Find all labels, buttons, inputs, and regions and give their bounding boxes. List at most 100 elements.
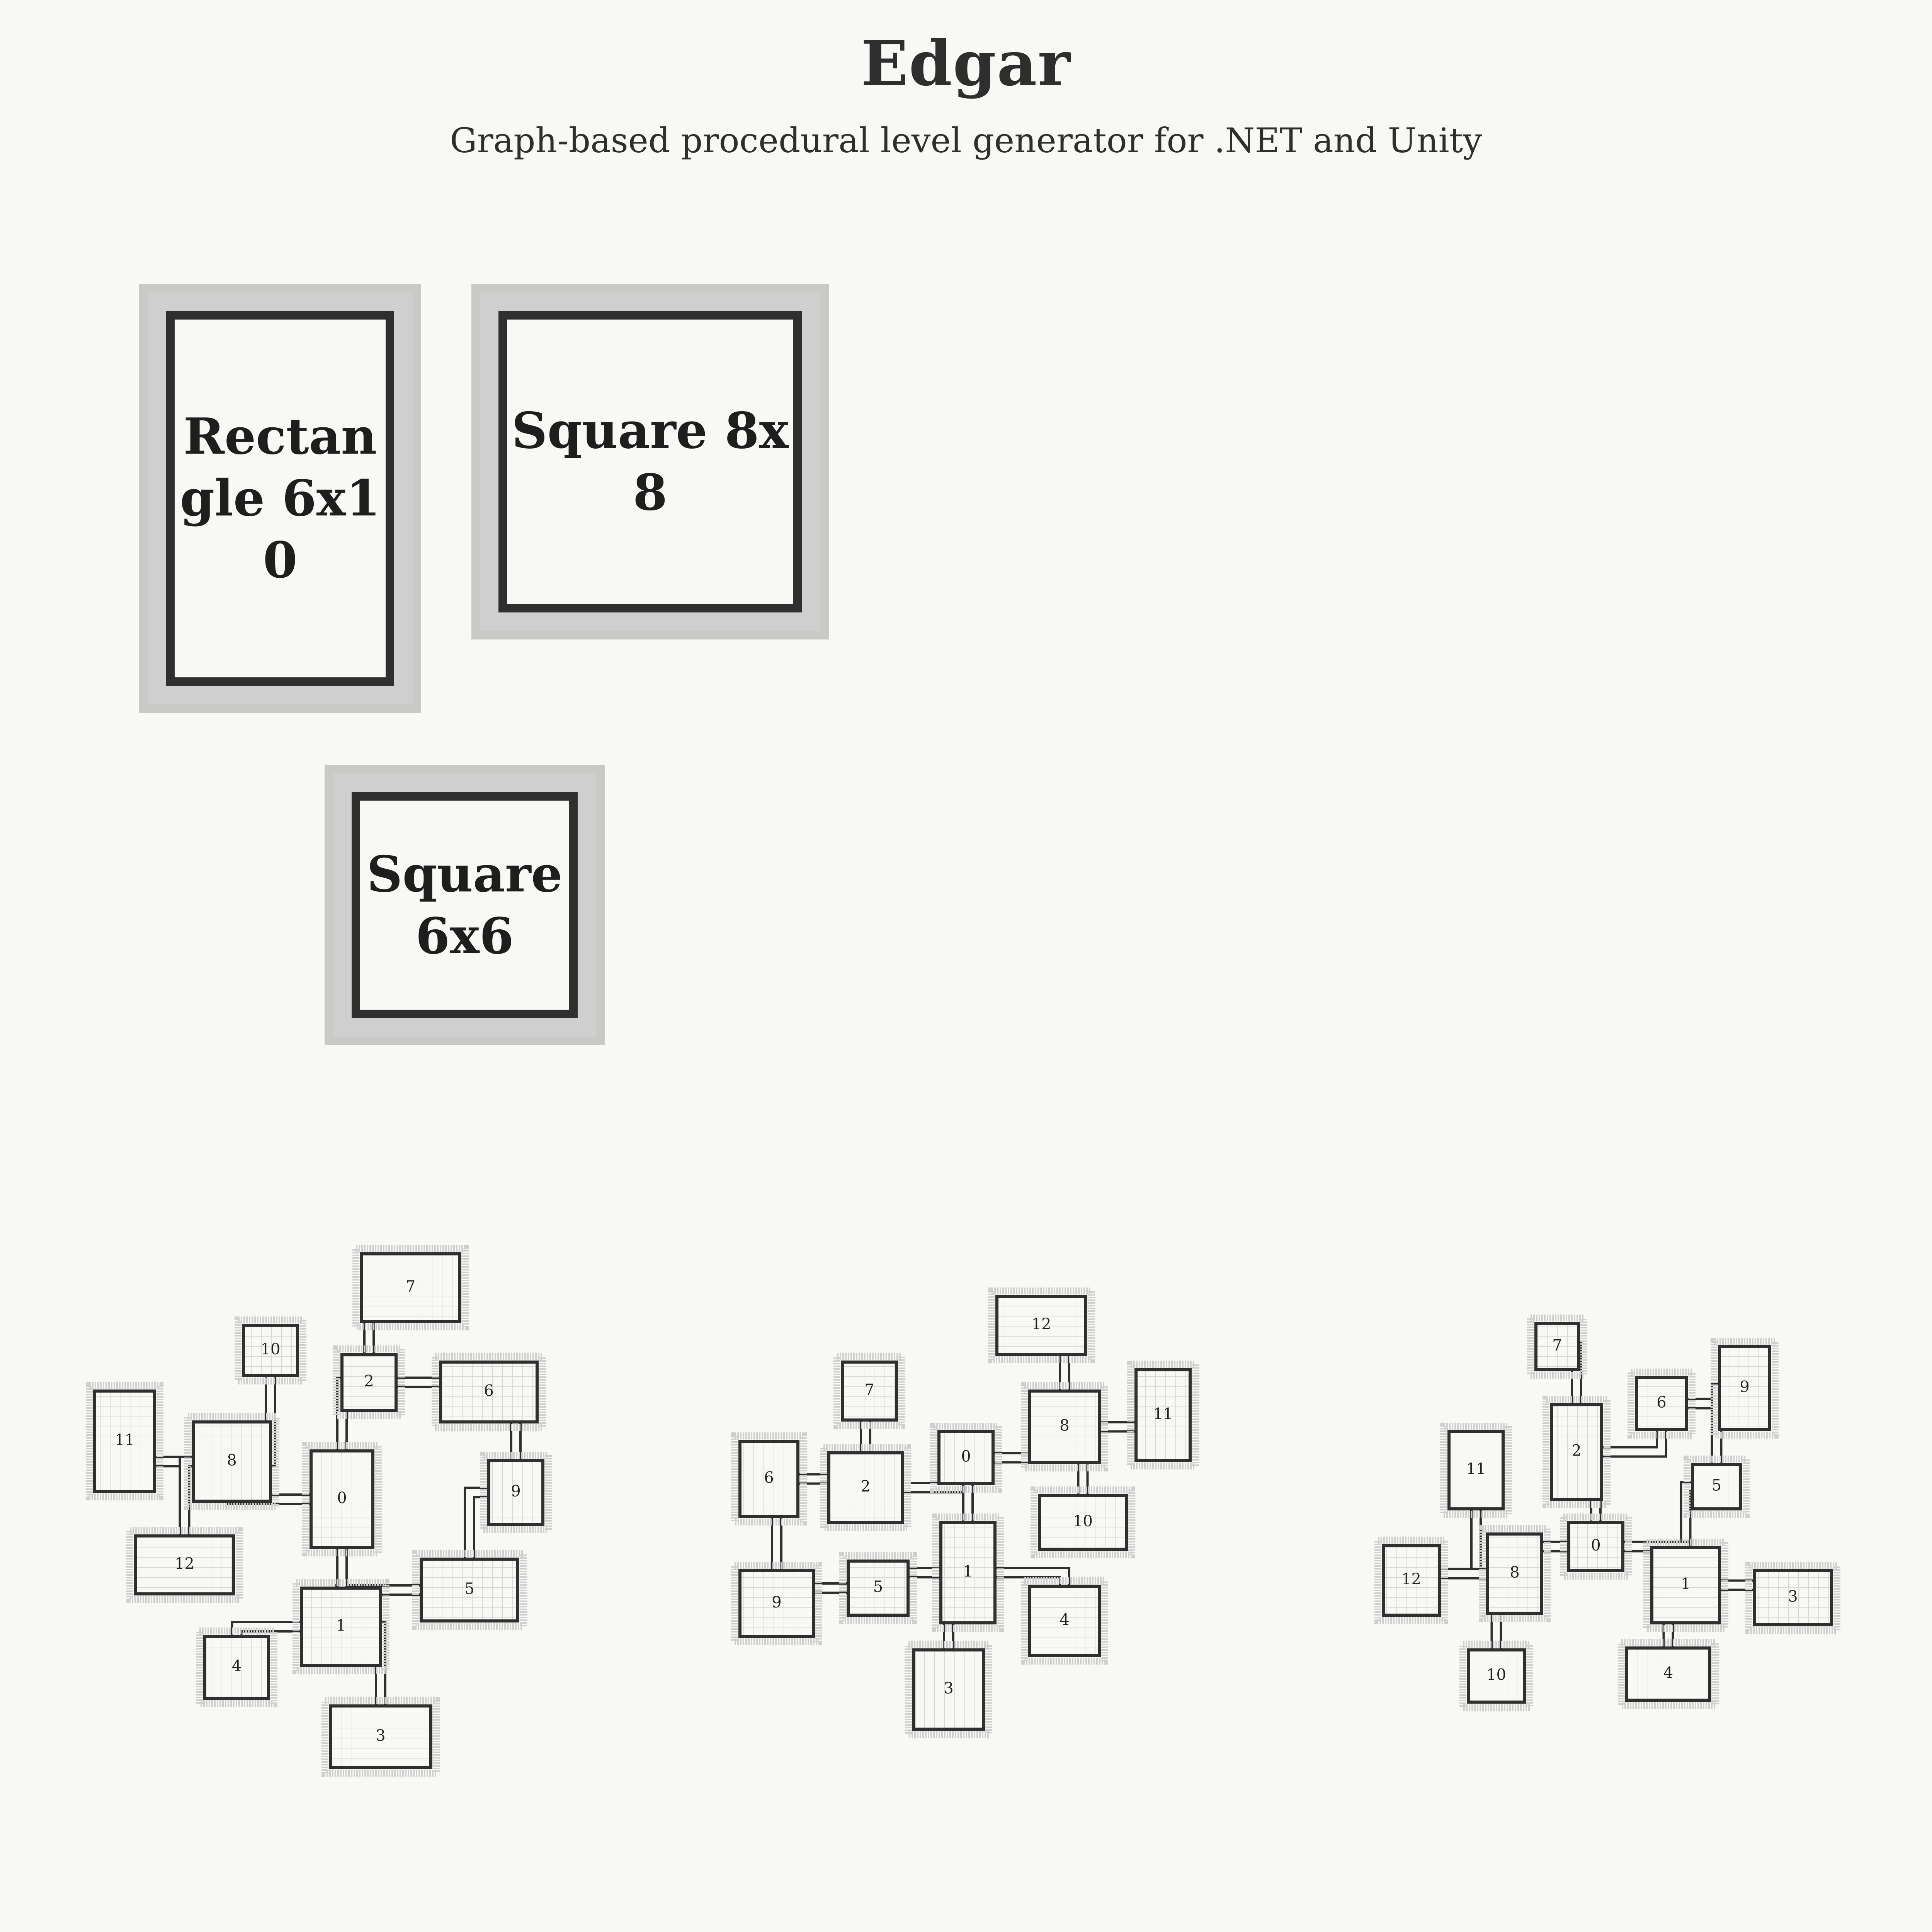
room-label: 6 — [764, 1469, 774, 1487]
room-hatch — [731, 1562, 822, 1645]
room: 11 — [1440, 1423, 1512, 1518]
room: 6 — [1628, 1369, 1696, 1439]
room-floor — [738, 1440, 799, 1518]
room-label: 3 — [1788, 1588, 1798, 1605]
room: 4 — [1618, 1639, 1719, 1709]
room-floor — [300, 1587, 382, 1667]
room-floor — [310, 1449, 374, 1549]
room-floor — [1753, 1569, 1833, 1626]
room-label: 8 — [1510, 1564, 1519, 1582]
room-label: 10 — [1486, 1666, 1506, 1684]
room-floor — [329, 1704, 432, 1769]
room-label: 1 — [1681, 1575, 1690, 1593]
room: 12 — [126, 1527, 243, 1603]
room-hatch — [1711, 1338, 1779, 1439]
room-hatch — [1374, 1537, 1448, 1624]
room: 5 — [1684, 1456, 1750, 1518]
room-label: 7 — [406, 1278, 415, 1296]
room-label: 9 — [772, 1594, 781, 1611]
room-floor — [841, 1361, 898, 1422]
room-floor — [937, 1430, 995, 1485]
room: 2 — [1543, 1396, 1611, 1508]
room-label: 7 — [864, 1381, 874, 1399]
room-floor — [192, 1420, 272, 1503]
room-floor — [420, 1558, 519, 1622]
room-label: 0 — [337, 1489, 347, 1507]
room: 3 — [321, 1697, 440, 1777]
room-hatch — [820, 1444, 911, 1531]
room: 10 — [235, 1316, 306, 1384]
room: 11 — [86, 1382, 163, 1500]
room-hatch — [930, 1423, 1002, 1493]
room-floor — [1691, 1463, 1742, 1510]
room: 3 — [905, 1641, 992, 1738]
room-label: 3 — [376, 1727, 385, 1745]
room-floor — [939, 1521, 997, 1624]
room-hatch — [1031, 1486, 1135, 1558]
room-hatch — [352, 1245, 469, 1330]
room-hatch — [321, 1697, 440, 1777]
room-floor — [1718, 1345, 1771, 1431]
room-hatch — [905, 1641, 992, 1738]
room-hatch — [302, 1442, 382, 1556]
room: 7 — [352, 1245, 469, 1330]
room-floor — [1038, 1494, 1128, 1551]
room-hatch — [1628, 1369, 1696, 1439]
room-label: 4 — [232, 1657, 242, 1675]
room: 9 — [480, 1452, 552, 1533]
room-floor — [738, 1569, 815, 1638]
room: 4 — [1021, 1577, 1108, 1665]
room-label: 7 — [1552, 1337, 1562, 1354]
room-hatch — [839, 1552, 917, 1624]
room-hatch — [184, 1413, 279, 1510]
room-floor — [1134, 1368, 1192, 1462]
room-floor — [340, 1353, 398, 1412]
room-hatch — [1684, 1456, 1750, 1518]
room-floor — [1382, 1544, 1441, 1617]
room-hatch — [1440, 1423, 1512, 1518]
room-hatch — [1643, 1539, 1728, 1632]
room: 1 — [1643, 1539, 1728, 1632]
room-label: 0 — [1591, 1537, 1600, 1554]
room: 8 — [1479, 1525, 1551, 1622]
room-floor — [1550, 1403, 1603, 1501]
room-floor — [847, 1560, 910, 1617]
room: 8 — [184, 1413, 279, 1510]
room-floor — [1486, 1532, 1543, 1615]
room-label: 1 — [963, 1563, 973, 1580]
room-hatch — [293, 1579, 389, 1674]
room-label: 8 — [1060, 1417, 1069, 1435]
room: 4 — [196, 1628, 277, 1707]
room: 6 — [731, 1432, 807, 1526]
room-hatch — [480, 1452, 552, 1533]
room: 0 — [302, 1442, 382, 1556]
page-title: Edgar — [861, 27, 1071, 100]
room-floor — [1635, 1376, 1688, 1431]
room-hatch — [1543, 1396, 1611, 1508]
room: 8 — [1021, 1382, 1108, 1471]
room-hatch — [1560, 1514, 1632, 1580]
room-hatch — [731, 1432, 807, 1526]
room: 1 — [293, 1579, 389, 1674]
room-floor — [1625, 1646, 1711, 1702]
room-label: 12 — [1401, 1570, 1421, 1588]
room-label: 9 — [511, 1483, 520, 1500]
room-label: 6 — [1656, 1394, 1666, 1412]
room: 7 — [833, 1353, 905, 1429]
room-hatch — [333, 1345, 405, 1419]
room-label: 9 — [1740, 1378, 1749, 1396]
room: 12 — [988, 1287, 1095, 1363]
room-hatch — [1021, 1577, 1108, 1665]
room-label: 5 — [464, 1580, 474, 1598]
room: 5 — [412, 1550, 527, 1630]
room-shape-rectangle-6x10: Rectangle 6x10 — [148, 293, 413, 704]
room-hatch — [235, 1316, 306, 1384]
room-floor — [1467, 1648, 1526, 1704]
room-floor — [1028, 1389, 1101, 1464]
room-label: 11 — [1153, 1405, 1173, 1423]
room: 9 — [731, 1562, 822, 1645]
room-floor — [360, 1252, 461, 1323]
room-label: 1 — [336, 1617, 346, 1634]
room-hatch — [1745, 1562, 1840, 1634]
